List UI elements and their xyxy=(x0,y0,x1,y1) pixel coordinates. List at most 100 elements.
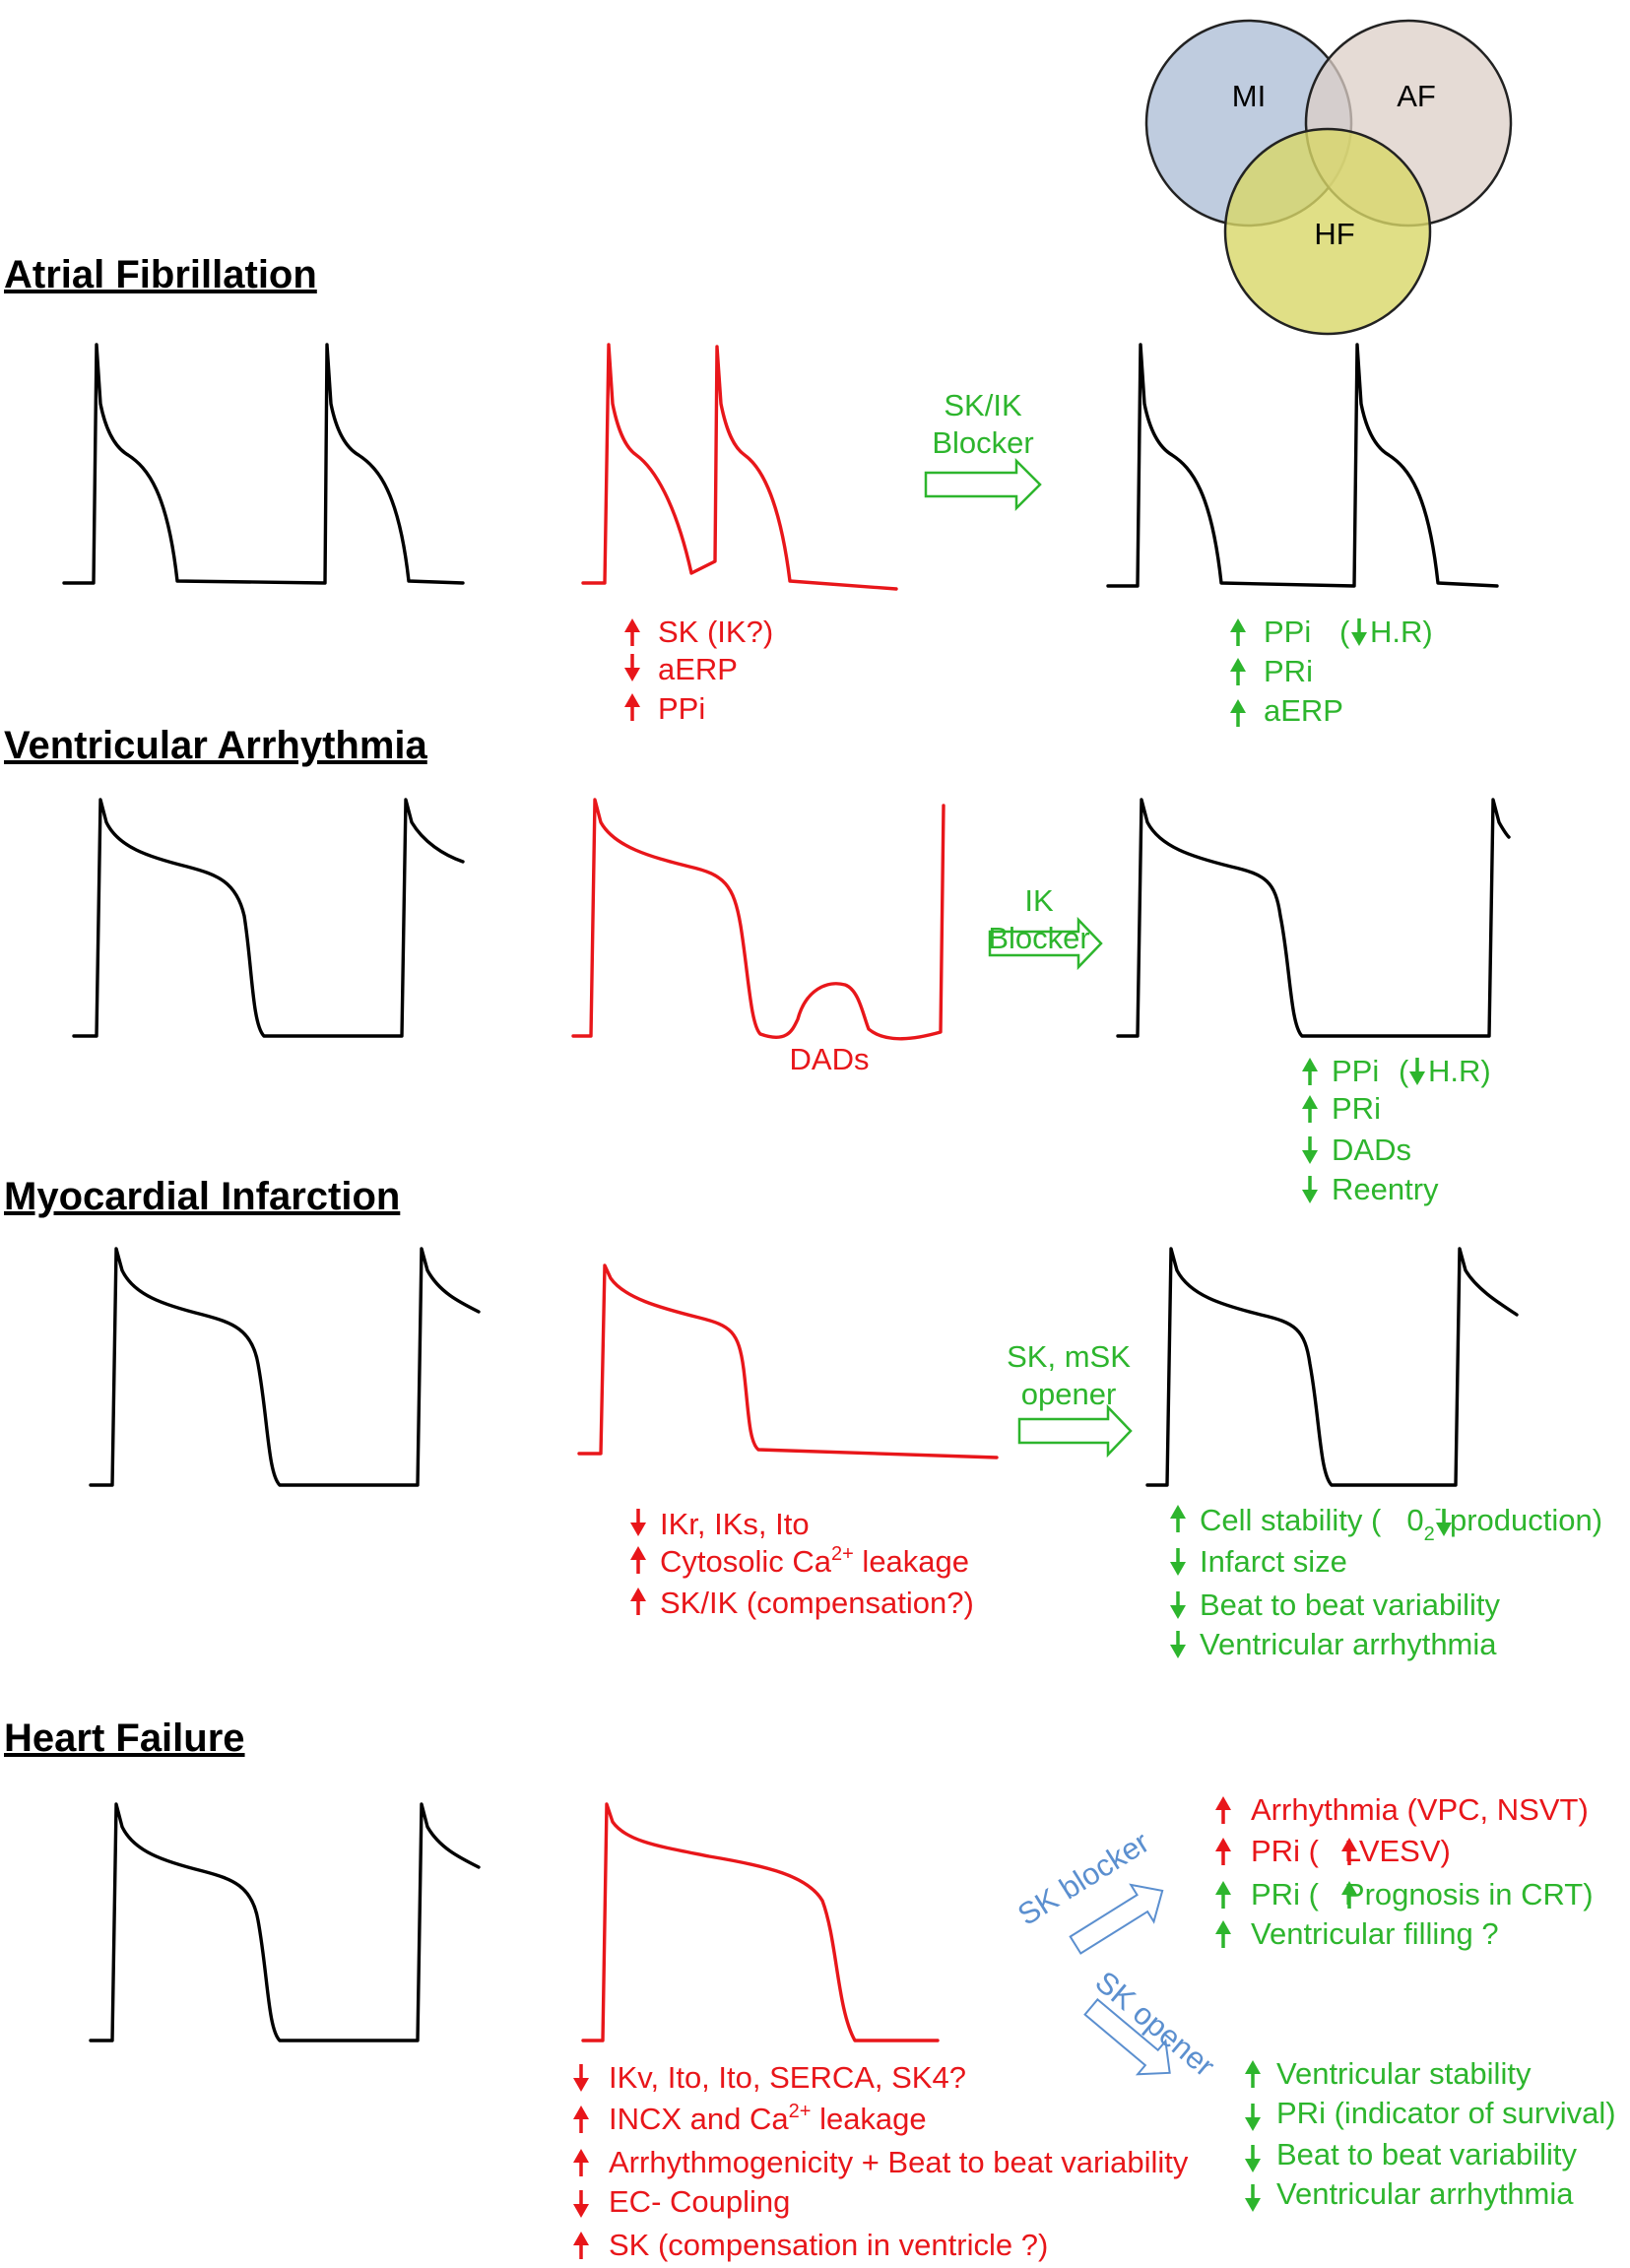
af-disease-ap-trace xyxy=(581,343,898,591)
hf-blocker-label: SK blocker xyxy=(1011,1825,1155,1932)
mi-effect-cell-stability: Cell stability ( 02- production) xyxy=(1200,1498,1602,1545)
hf-blocker-arrow-shape xyxy=(1069,1883,1164,1955)
down-arrow-icon xyxy=(1302,1136,1318,1164)
va-effect-dads: DADs xyxy=(1332,1133,1411,1167)
af-intervention-line2: Blocker xyxy=(932,425,1033,460)
hf-opener-effect-beat: Beat to beat variability xyxy=(1276,2137,1578,2171)
hf-change-arrhythmogenicity: Arrhythmogenicity + Beat to beat variabi… xyxy=(609,2145,1189,2179)
section-title-mi: Myocardial Infarction xyxy=(4,1175,400,1218)
va-disease-ap-trace xyxy=(571,798,945,1041)
af-effects-list: PPi ( H.R) PRi aERP xyxy=(1230,615,1433,728)
down-arrow-icon xyxy=(1170,1548,1186,1576)
hf-opener-effect-stability: Ventricular stability xyxy=(1276,2056,1532,2091)
af-change-aerp: aERP xyxy=(658,652,738,686)
af-effect-ppi: PPi xyxy=(1264,615,1311,649)
down-arrow-icon xyxy=(1351,618,1367,646)
down-arrow-icon xyxy=(630,1509,646,1536)
hf-change-ec-coupling: EC- Coupling xyxy=(609,2184,790,2219)
va-effect-paren: ( xyxy=(1399,1054,1409,1088)
af-change-sk: SK (IK?) xyxy=(658,615,773,649)
mi-effect-o-superscript: - xyxy=(1435,1498,1442,1520)
mi-intervention: SK, mSK opener xyxy=(1007,1339,1133,1458)
af-normal-ap-trace xyxy=(62,343,465,585)
hf-blocker-effect-arrhythmia: Arrhythmia (VPC, NSVT) xyxy=(1251,1792,1589,1827)
hf-change-sk: SK (compensation in ventricle ?) xyxy=(609,2228,1048,2262)
af-intervention-arrow xyxy=(924,457,1042,512)
up-arrow-icon xyxy=(1215,1881,1231,1909)
down-arrow-icon xyxy=(1436,1509,1452,1536)
up-arrow-icon xyxy=(1215,1920,1231,1948)
venn-label-af: AF xyxy=(1397,79,1436,113)
venn-diagram: MI AF HF xyxy=(1144,19,1513,336)
hf-blocker-effect-pri-crt-text: PRi ( xyxy=(1251,1877,1320,1912)
up-arrow-icon xyxy=(1230,618,1246,646)
mi-effects-list: Cell stability ( 02- production) Infarct … xyxy=(1170,1498,1602,1661)
hf-blocker-effect-pri-text: PRi ( xyxy=(1251,1834,1320,1868)
hf-opener-effects: Ventricular stability PRi (indicator of … xyxy=(1245,2056,1616,2212)
section-title-hf: Heart Failure xyxy=(4,1717,245,1760)
up-arrow-icon xyxy=(573,2232,589,2259)
up-arrow-icon xyxy=(624,693,640,721)
va-treated-ap-trace xyxy=(1116,798,1511,1038)
mi-intervention-line2: opener xyxy=(1021,1377,1117,1411)
mi-effect-production-text: production) xyxy=(1441,1503,1602,1537)
hf-change-incx-text: INCX and Ca xyxy=(609,2102,789,2136)
va-intervention-line1: IK xyxy=(1024,883,1054,918)
mi-effect-o-subscript: 2 xyxy=(1424,1523,1435,1545)
mi-effect-o-text: 0 xyxy=(1406,1503,1423,1537)
mi-effect-infarct: Infarct size xyxy=(1200,1544,1347,1579)
mi-change-leakage-text: leakage xyxy=(854,1544,969,1579)
mi-changes-list: IKr, IKs, Ito Cytosolic Ca2+ leakage SK/… xyxy=(630,1507,974,1620)
va-effects-list: PPi ( H.R) PRi DADs Reentry xyxy=(1302,1054,1491,1206)
venn-label-mi: MI xyxy=(1232,79,1266,113)
hf-disease-ap-trace xyxy=(581,1802,940,2042)
up-arrow-icon xyxy=(1341,1881,1357,1909)
up-arrow-icon xyxy=(573,2149,589,2176)
mi-change-skik: SK/IK (compensation?) xyxy=(660,1586,974,1620)
hf-change-ikv: IKv, Ito, Ito, SERCA, SK4? xyxy=(609,2060,966,2095)
section-title-va: Ventricular Arrhythmia xyxy=(4,724,428,767)
down-arrow-icon xyxy=(573,2064,589,2092)
hf-opener-label: SK opener xyxy=(1089,1965,1222,2084)
hf-opener-arrow-shape xyxy=(1083,1997,1171,2076)
hf-opener-effect-pri: PRi (indicator of survival) xyxy=(1276,2096,1616,2130)
up-arrow-icon xyxy=(1302,1058,1318,1085)
hf-blocker-effect-lvesv: LVESV) xyxy=(1344,1834,1451,1868)
hf-sk-blocker-arrow: SK blocker xyxy=(1011,1825,1164,1955)
mi-normal-ap-trace xyxy=(89,1247,481,1487)
af-effect-pri: PRi xyxy=(1264,654,1313,688)
up-arrow-icon xyxy=(1230,699,1246,727)
hf-opener-effect-varr: Ventricular arrhythmia xyxy=(1276,2176,1574,2211)
af-effect-aerp: aERP xyxy=(1264,693,1343,728)
mi-intervention-line1: SK, mSK xyxy=(1007,1339,1131,1374)
hf-changes-list: IKv, Ito, Ito, SERCA, SK4? INCX and Ca2+… xyxy=(573,2060,1189,2262)
up-arrow-icon xyxy=(1245,2060,1261,2088)
mi-disease-ap-trace xyxy=(577,1264,999,1459)
va-effect-ppi: PPi xyxy=(1332,1054,1379,1088)
va-dads-label: DADs xyxy=(790,1042,870,1076)
hf-change-incx: INCX and Ca2+ leakage xyxy=(609,2101,927,2136)
down-arrow-icon xyxy=(1245,2104,1261,2131)
af-effect-paren: ( xyxy=(1339,615,1350,649)
af-intervention: SK/IK Blocker xyxy=(924,388,1042,512)
hf-blocker-effect-pri: PRi ( LVESV) xyxy=(1251,1834,1451,1868)
mi-effect-cell-stability-text: Cell stability ( xyxy=(1200,1503,1382,1537)
up-arrow-icon xyxy=(624,618,640,646)
hf-blocker-effect-filling: Ventricular filling ? xyxy=(1251,1916,1499,1951)
hf-blocker-effect-prognosis: Prognosis in CRT) xyxy=(1344,1877,1594,1912)
mi-change-ca-superscript: 2+ xyxy=(831,1543,854,1565)
va-intervention: IK Blocker xyxy=(988,883,1103,971)
hf-sk-opener-arrow: SK opener xyxy=(1083,1965,1222,2084)
af-changes-list: SK (IK?) aERP PPi xyxy=(624,615,773,726)
up-arrow-icon xyxy=(1341,1838,1357,1865)
up-arrow-icon xyxy=(1215,1838,1231,1865)
va-effect-reentry: Reentry xyxy=(1332,1172,1439,1206)
venn-label-hf: HF xyxy=(1314,217,1354,251)
mi-effect-beat: Beat to beat variability xyxy=(1200,1588,1501,1622)
up-arrow-icon xyxy=(630,1588,646,1615)
af-intervention-line1: SK/IK xyxy=(944,388,1022,422)
af-effect-hr: H.R) xyxy=(1370,615,1433,649)
va-effect-pri: PRi xyxy=(1332,1091,1381,1126)
venn-circle-hf xyxy=(1223,127,1432,336)
